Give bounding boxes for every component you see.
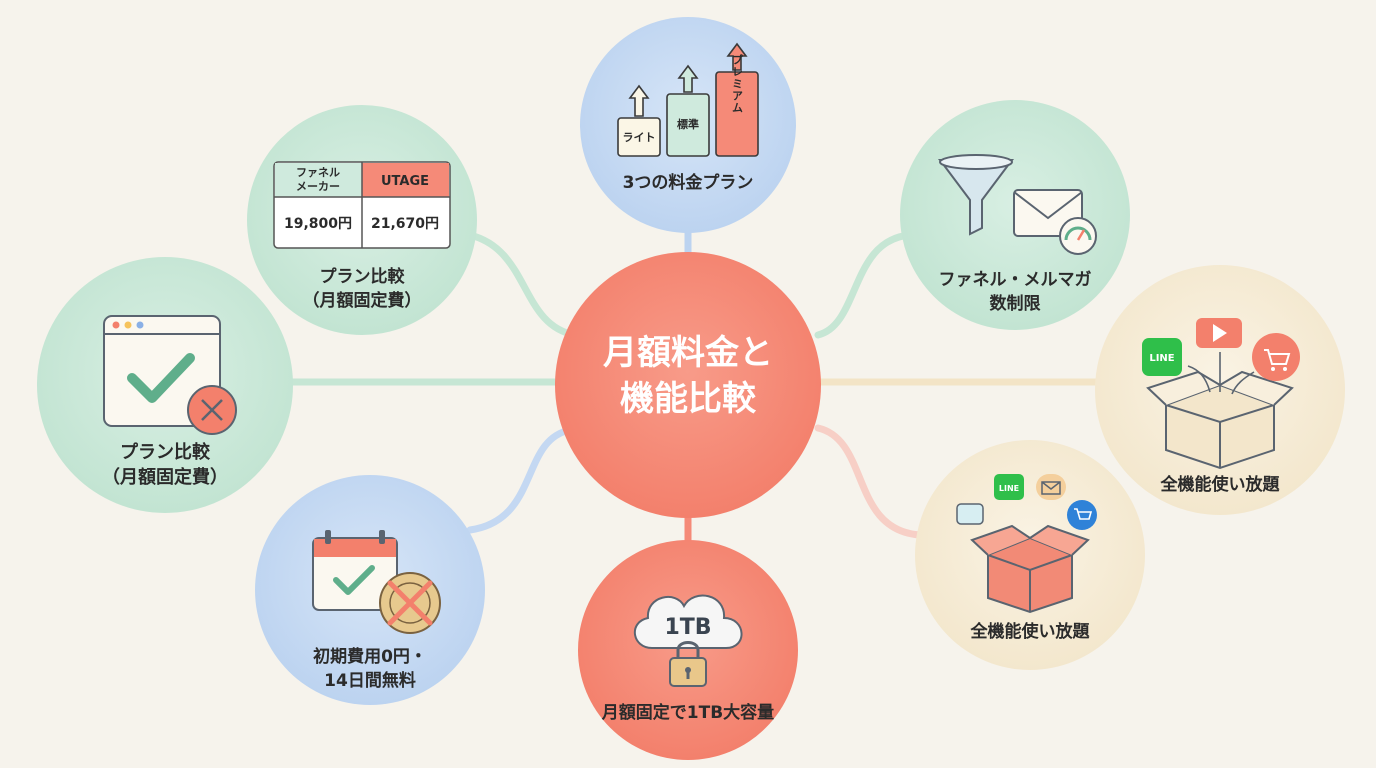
trial-label-line2: 14日間無料: [324, 671, 416, 691]
funnel-label-line1: ファネル・メルマガ: [938, 270, 1092, 290]
connector-funnel: [814, 231, 914, 339]
open-box-cream-icon: [1142, 318, 1300, 470]
check-label-line2: （月額固定費）: [102, 467, 228, 488]
funnel-label-line2: 数制限: [989, 294, 1041, 314]
check-label-line1: プラン比較: [120, 442, 210, 463]
trial-label: 初期費用0円・ 14日間無料: [270, 645, 470, 693]
plans-label: 3つの料金プラン: [622, 173, 754, 193]
comparison-col2-value: 21,670円: [371, 216, 439, 232]
comparison-label-line1: プラン比較: [319, 267, 405, 287]
comparison-col2-header: UTAGE: [381, 174, 429, 189]
connector-trial: [466, 426, 574, 534]
comparison-col1-value: 19,800円: [284, 216, 352, 232]
center-title-line1: 月額料金と: [603, 333, 773, 373]
storage-label: 月額固定で1TB大容量: [601, 703, 775, 723]
plan-bar-premium-label: プレミアム: [731, 54, 744, 114]
funnel-mail-icon: [938, 154, 1097, 255]
comparison-table: [273, 161, 451, 249]
connector-comparison: [466, 231, 579, 339]
plan-bar-light-label: ライト: [623, 131, 656, 144]
connectors: [281, 226, 1104, 549]
comparison-col1-header-line2: メーカー: [296, 180, 340, 193]
check-label: プラン比較 （月額固定費）: [65, 440, 265, 490]
calendar-coin-icon: [312, 530, 441, 634]
all-features-lower-label: 全機能使い放題: [970, 622, 1090, 642]
connector-all-lower: [814, 424, 924, 539]
all-features-upper-label: 全機能使い放題: [1160, 475, 1280, 495]
plans-bars-icon: [617, 42, 759, 157]
open-box-red-icon: [956, 474, 1097, 614]
plan-bar-standard-label: 標準: [677, 117, 699, 131]
center-title: 月額料金と 機能比較: [555, 330, 821, 422]
node-storage-circle: [578, 540, 798, 760]
comparison-col1-header-line1: ファネル: [296, 166, 340, 179]
box-lower-line-badge: LINE: [999, 484, 1019, 493]
center-title-line2: 機能比較: [620, 379, 756, 419]
center-circle: [555, 252, 821, 518]
cloud-lock-icon: [633, 594, 743, 687]
comparison-label: プラン比較 （月額固定費）: [262, 265, 462, 313]
comparison-label-line2: （月額固定費）: [302, 291, 422, 311]
browser-check-icon: [103, 315, 237, 435]
trial-label-line1: 初期費用0円・: [313, 647, 427, 667]
cloud-capacity-text: 1TB: [664, 615, 711, 640]
box-upper-line-badge: LINE: [1149, 353, 1174, 364]
funnel-label: ファネル・メルマガ 数制限: [915, 268, 1115, 316]
